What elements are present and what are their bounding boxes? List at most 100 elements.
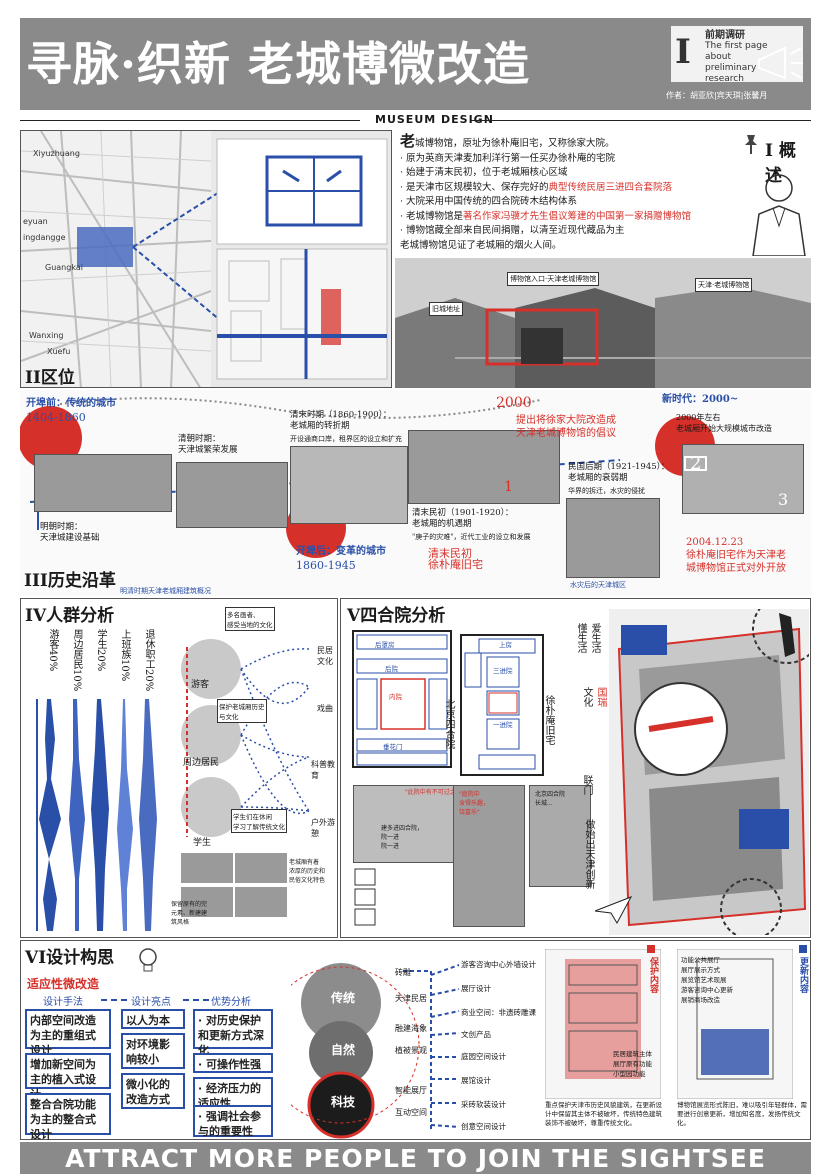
ming-city-photo (34, 454, 172, 512)
side-label: 懂生活 (575, 623, 586, 653)
side-label: 文化 (581, 687, 592, 707)
design-method: 增加新空间为主的植入式设计 (25, 1053, 111, 1101)
person-sketch (752, 174, 806, 256)
protect-swatch (647, 945, 655, 953)
renew-label: 更新内容 (798, 957, 808, 993)
carving-photo (529, 785, 591, 887)
concept-item: 融建海象 (395, 1024, 427, 1033)
design-item: 创意空间设计 (461, 1122, 506, 1131)
group-label: 游客40% (47, 629, 58, 672)
museum-design-label: MUSEUM DESIGN (375, 113, 494, 126)
room-label: 三进院 (493, 667, 513, 675)
room-label: 垂花门 (383, 743, 403, 751)
activity-label: 科普教育 (311, 760, 335, 780)
overview-point: · 始建于清末民初，位于老城厢核心区域 (400, 167, 568, 178)
plan-label: 徐朴庵旧宅 (543, 695, 554, 745)
era3-title: 新时代：2000~ (662, 394, 739, 405)
concept-circle-label: 科技 (331, 1095, 356, 1109)
map-label: ingdangge (23, 233, 66, 242)
people-label: 周边居民 (183, 758, 220, 768)
y2000-label: 2000 (496, 395, 532, 411)
crowd-note: 老城厢有着 浓厚的历史和 民俗文化特色 (289, 859, 326, 884)
overview-point: · 博物馆藏全部来自民间捐赠，以清至近现代藏品为主 (400, 225, 625, 236)
xu-house-plan (460, 634, 544, 776)
header-dash (101, 999, 127, 1001)
side-label: 做始出天津创新 (583, 819, 594, 889)
activity-label: 民居文化 (317, 646, 333, 666)
room-label: 后院 (385, 665, 398, 673)
rule-left (20, 120, 360, 121)
min-late-label: 民国后期（1921-1945）： 老城厢的衰弱期 (568, 462, 670, 483)
renew-plan (677, 949, 793, 1099)
design-col-header: 设计手法 (43, 997, 83, 1008)
design-advantage: · 强调社会参与的重要性 (193, 1105, 273, 1138)
badge-text: 前期调研 The first page about preliminary re… (705, 30, 769, 85)
photo-label: 天津·老城博物馆 (695, 278, 753, 292)
concept-item: 智能展厅 (395, 1086, 427, 1095)
plan-icon-grid (354, 868, 376, 926)
concept-diagram (291, 963, 460, 1139)
flood-caption: 水灾后的天津城区 (570, 581, 626, 589)
protect-plan (545, 949, 661, 1099)
header-banner: 寻脉·织新 老城博微改造 I 前期调研 The first page about… (20, 18, 811, 110)
header-dash (183, 999, 209, 1001)
location-title: II区位 (25, 368, 75, 388)
qing-label: 清朝时期： 天津城繁荣发展 (178, 434, 238, 455)
beijing-courtyard-plan (352, 630, 452, 768)
side-label: 爱生活 (589, 623, 600, 653)
overview-section: 老城博物馆，原址为徐朴庵旧宅，又称徐家大院。 · 原为英商天津麦加利洋行第一任买… (395, 130, 811, 388)
footer-banner: ATTRACT MORE PEOPLE TO JOIN THE SIGHTSEE (20, 1142, 811, 1174)
design-item: 采砖软装设计 (461, 1100, 506, 1109)
photo-label: 旧城地址 (429, 302, 463, 316)
concept-item: 植被景观 (395, 1046, 427, 1055)
old-map-photo (290, 446, 408, 524)
map-caption: 明清时期天津老城厢建筑概况 (120, 587, 211, 595)
gate-photo (453, 785, 525, 927)
side-label: 联门 (581, 775, 592, 795)
megaphone-icon (758, 46, 803, 80)
room-label: 上房 (499, 641, 512, 649)
overview-point: · 大院采用中国传统的四合院砖木结构体系 (400, 196, 578, 207)
overview-highlight: 著名作家冯骥才先生倡议筹建的中国第一家捐赠博物馆 (463, 210, 692, 222)
overview-text: 老城博物馆，原址为徐朴庵旧宅，又称徐家大院。 · 原为英商天津麦加利洋行第一任买… (400, 134, 745, 253)
min-early-note: "庚子的灾难"，近代工业的设立和发展 (412, 533, 531, 541)
renew-legend: 功能公共展厅展厅展示方式展览馆艺术现展游客咨询中心更新展销商场改造 (681, 956, 733, 1004)
group-label: 退休职工20% (143, 629, 154, 692)
speech-bubble: 多名画者、 感受当地的文化 (225, 607, 275, 631)
map-label: Guangkai (45, 263, 83, 272)
detail-photo (353, 785, 455, 863)
concept-item: 互动空间 (395, 1108, 427, 1117)
overview-lead: 城博物馆，原址为徐朴庵旧宅，又称徐家大院。 (415, 138, 615, 149)
group-label: 周边居民10% (71, 629, 82, 692)
axonometric-courtyard (609, 609, 809, 935)
num-badge: 3 (778, 490, 789, 509)
design-item: 商业空间：非遗砖雕课 (461, 1008, 536, 1017)
era2-years: 1860-1945 (296, 559, 356, 572)
clock-tower-photo (682, 444, 804, 514)
min-early-label: 清末民初（1901-1920）： 老城厢的机遇期 (412, 508, 514, 529)
design-advantage: · 可操作性强 (193, 1053, 273, 1073)
era2-title: 开埠后：变革的城市 (296, 546, 386, 557)
design-col-header: 设计亮点 (131, 997, 171, 1008)
paper-plane-icon (594, 896, 633, 925)
speech-bubble: 保护老城厢历史 与文化 (217, 699, 267, 723)
design-highlight: 以人为本 (121, 1009, 185, 1029)
courtyard-note: 北京四合院 长城... (535, 791, 566, 807)
renew-swatch (799, 945, 807, 953)
renew-text: 博物馆展览形式陈旧，难以吸引年轻群体，需要进行创意更新，增加知名度，发扬传统文化… (677, 1101, 807, 1127)
map-label: Xiyuzhuang (33, 149, 80, 158)
footer-slogan: ATTRACT MORE PEOPLE TO JOIN THE SIGHTSEE (65, 1144, 766, 1173)
y2000-around: 2000年左右 老城厢开始大规模城市改造 (676, 413, 772, 433)
design-item: 展厅设计 (461, 984, 491, 993)
courtyard-title: V四合院分析 (347, 606, 446, 626)
protect-label: 保护内容 (648, 957, 658, 993)
era1-title: 开埠前：传统的城市 (26, 398, 116, 409)
design-title: VI设计构思 (25, 948, 115, 968)
late-qing-note: 开设通商口岸，租界区的设立和扩充 (290, 435, 402, 443)
pushpin-icon (745, 135, 757, 154)
room-label: 一进院 (493, 721, 513, 729)
people-label: 学生 (193, 838, 212, 848)
activity-label: 户外游憩 (311, 818, 335, 838)
history-title: III历史沿革 (24, 571, 116, 591)
history-section: 开埠前：传统的城市 1404-1860 明朝时期： 天津城建设基础 清朝时期： … (20, 390, 811, 596)
